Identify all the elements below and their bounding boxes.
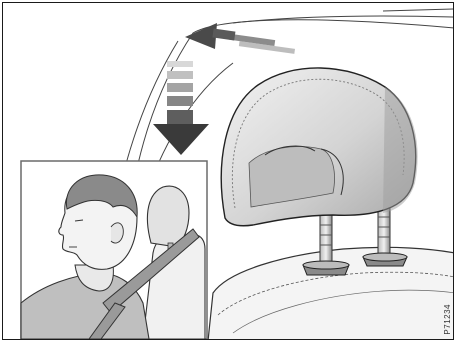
inset-driver-illustration xyxy=(21,161,207,339)
headrest xyxy=(221,68,417,226)
illustration-frame: P71234 xyxy=(2,2,454,340)
headrest-illustration xyxy=(3,3,454,340)
figure-reference-code: P71234 xyxy=(443,304,452,335)
